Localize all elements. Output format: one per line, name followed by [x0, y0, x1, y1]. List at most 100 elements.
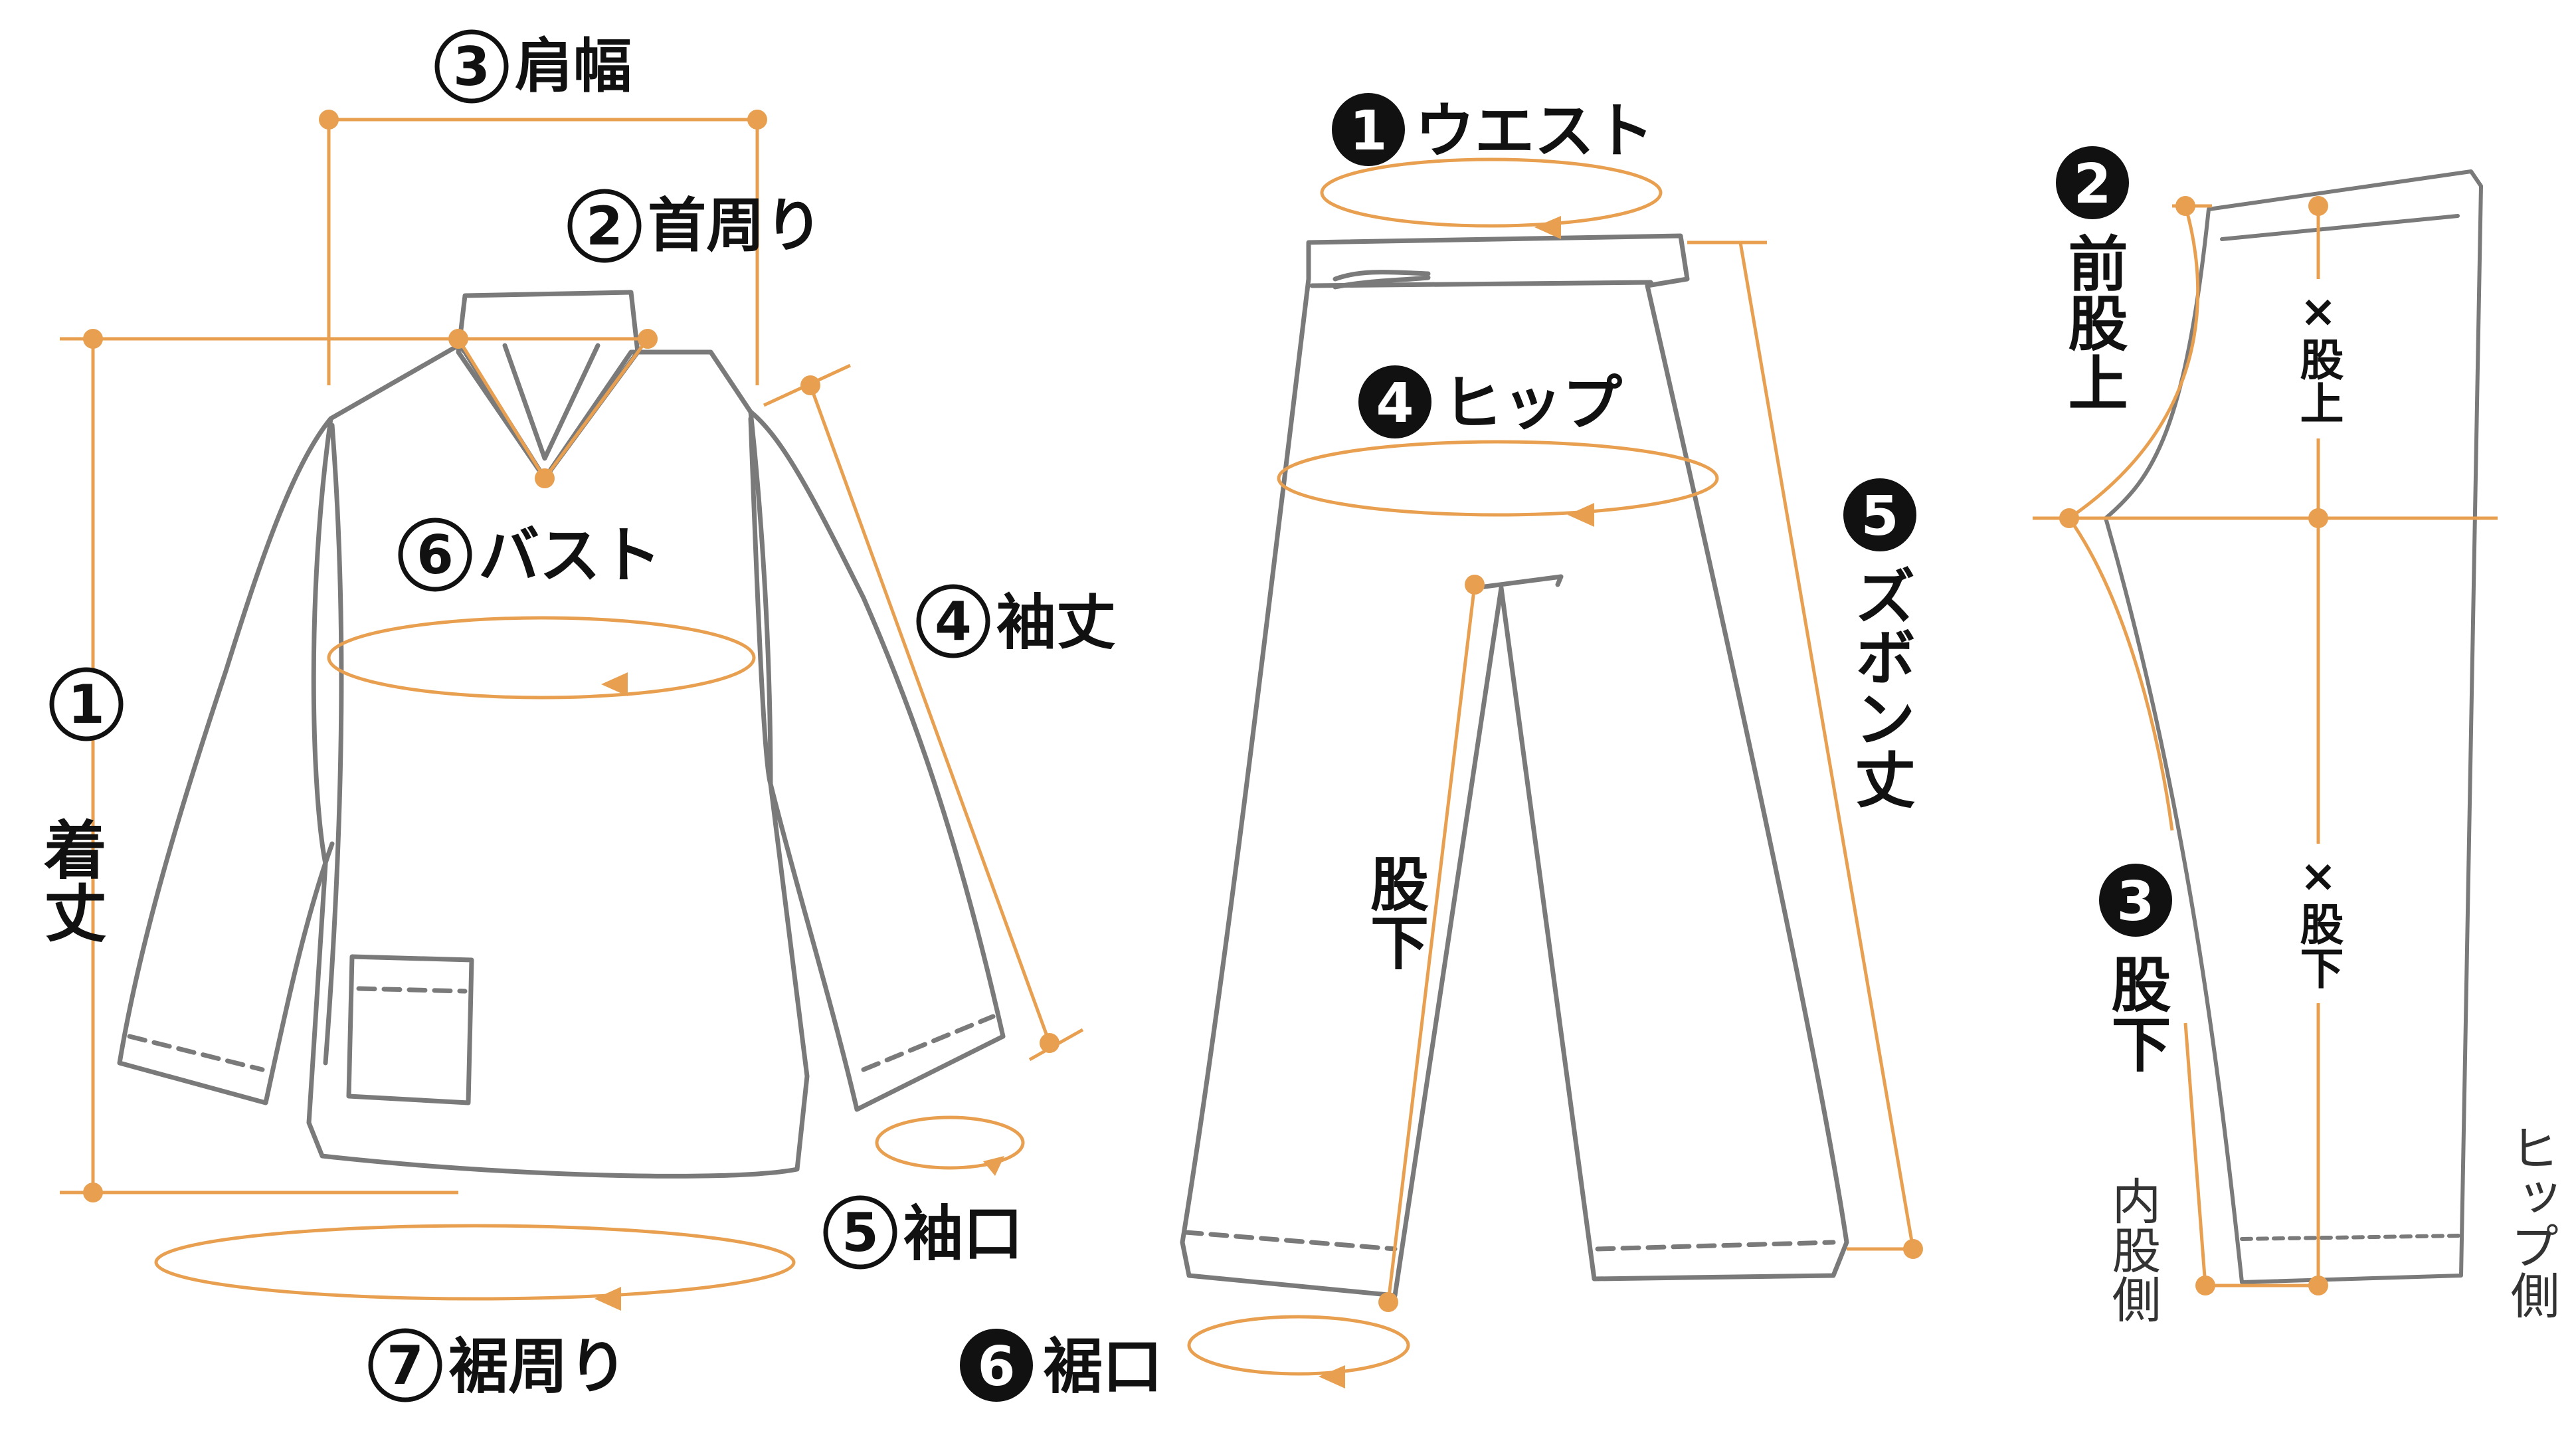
hem-ellipse [154, 1224, 796, 1301]
front-rise-label: 前股上 [2058, 233, 2128, 412]
crotch-dot-center [2308, 508, 2328, 528]
pants-length-num: 5 [1861, 485, 1898, 548]
shirt-label-cuff: 5 袖口 [823, 1195, 1023, 1270]
pants-hem-label: 裾口 [1043, 1332, 1162, 1402]
waist-arrow [1534, 216, 1561, 239]
hip-side-label: ヒップ側 [2502, 1123, 2559, 1319]
cuff-num: 5 [842, 1202, 879, 1264]
hem-arrow [595, 1287, 621, 1311]
shirt-label-sleeve: 4 袖丈 [916, 584, 1116, 658]
crotch-dot-left [2059, 508, 2079, 528]
length-dot-bottom [83, 1183, 103, 1202]
length-label-1: 着丈 [33, 817, 107, 943]
bust-ellipse [327, 616, 756, 700]
shirt-label-bust: 6 バスト [398, 518, 662, 592]
inseam-dot-top [1465, 575, 1485, 595]
shoulder-num: 3 [453, 36, 490, 98]
pants-crotch-detail [1472, 574, 1564, 591]
side-label-front-rise: 2 前股上 [2056, 146, 2129, 412]
side-pants-illustration [2104, 169, 2483, 1284]
pants-outline [1180, 233, 1849, 1298]
length-num: 1 [68, 674, 105, 735]
shirt-pocket [346, 954, 474, 1105]
pants-label-waist: 1 ウエスト [1332, 93, 1654, 166]
shirt-arrows-dots [83, 110, 1059, 1311]
pants-length-label: ズボン丈 [1845, 565, 1916, 809]
hip-arrow [1568, 503, 1594, 527]
cuff-arrow [983, 1156, 1004, 1176]
pants-arrows-dots [1319, 216, 1923, 1388]
pants-label-hem: 6 裾口 [960, 1329, 1162, 1402]
sleeve-dot-bottom [1040, 1033, 1059, 1053]
shirt-label-neck: 2 首周り [567, 189, 823, 263]
hip-ellipse [1277, 440, 1719, 517]
pants-hem-num: 6 [977, 1335, 1015, 1398]
sleeve-dot-top [800, 375, 820, 395]
pants-illustration [1180, 233, 1849, 1298]
side-inseam-num: 3 [2116, 870, 2154, 933]
inseam-dot-bottom [1378, 1292, 1398, 1312]
shirt-inner-lines [323, 416, 773, 1066]
hip-num: 4 [1376, 372, 1414, 435]
side-inseam-curve [2067, 517, 2174, 831]
inner-side-label: 内股側 [2104, 1176, 2161, 1323]
hem-label: 裾周り [448, 1332, 628, 1402]
shirt-label-hem: 7 裾周り [368, 1328, 628, 1402]
shirt-right-sleeve [748, 409, 1006, 1112]
sleeve-line [808, 385, 1052, 1044]
neck-num: 2 [586, 195, 623, 257]
pants-label-length: 5 ズボン丈 [1843, 478, 1916, 809]
waist-label: ウエスト [1415, 96, 1654, 166]
side-inseam-lower [2183, 1022, 2207, 1286]
shirt-label-shoulder: 3 肩幅 [434, 29, 632, 104]
pants-inseam-label: 股下 [1361, 854, 1429, 971]
side-label-inseam: 3 股下 [2099, 864, 2172, 1073]
bust-num: 6 [416, 524, 454, 586]
shirt-body-outline [306, 343, 810, 1179]
pants-belt-loop [1333, 270, 1431, 290]
shoulder-dot-left [319, 110, 339, 130]
front-rise-curve [2068, 205, 2200, 520]
pants-length-line [1738, 242, 1915, 1250]
side-pants-hem-stitch [2240, 1234, 2463, 1241]
length-dot-top [83, 329, 103, 349]
pants-label-hip: 4 ヒップ [1358, 365, 1622, 438]
x-inseam-label: ×股下 [2293, 850, 2344, 989]
center-dot-top [2308, 196, 2328, 216]
hip-label: ヒップ [1443, 369, 1622, 438]
side-dots [2059, 196, 2328, 1295]
front-rise-dot-top [2175, 196, 2195, 216]
shirt-label-length: 1 着丈 [33, 667, 124, 943]
pants-hem-stitch [1183, 1230, 1836, 1252]
shirt-measurements [60, 118, 1084, 1301]
neck-dot-right [638, 329, 658, 349]
neck-dot-left [448, 329, 468, 349]
bottom-dot-center [2308, 1276, 2328, 1295]
side-pants-waist [2220, 214, 2460, 241]
bust-label: バスト [478, 520, 662, 591]
pants-waistband [1309, 280, 1653, 288]
side-measurements [2033, 204, 2498, 1288]
x-rise-label: ×股上 [2293, 286, 2344, 425]
shirt-left-sleeve [117, 416, 335, 1105]
neck-line [455, 337, 651, 482]
pants-measurements [1187, 157, 1915, 1376]
waist-num: 1 [1349, 100, 1387, 163]
side-pants-outline [2104, 169, 2483, 1284]
pants-label-inseam: 股下 [1361, 854, 1429, 971]
pants-hem-arrow [1319, 1365, 1345, 1388]
hem-num: 7 [387, 1335, 424, 1396]
shoulder-label: 肩幅 [515, 32, 632, 100]
neck-dot-bottom [535, 468, 555, 488]
inseam-line [1386, 584, 1477, 1303]
waist-ellipse [1320, 157, 1663, 228]
bottom-dot-left [2195, 1276, 2215, 1295]
cuff-ellipse [875, 1115, 1025, 1170]
pants-hem-ellipse [1187, 1315, 1410, 1376]
sleeve-label: 袖丈 [996, 588, 1116, 658]
neck-label: 首周り [648, 191, 823, 260]
shirt-illustration [117, 290, 1006, 1179]
cuff-label: 袖口 [903, 1199, 1023, 1269]
sleeve-num: 4 [935, 591, 972, 652]
